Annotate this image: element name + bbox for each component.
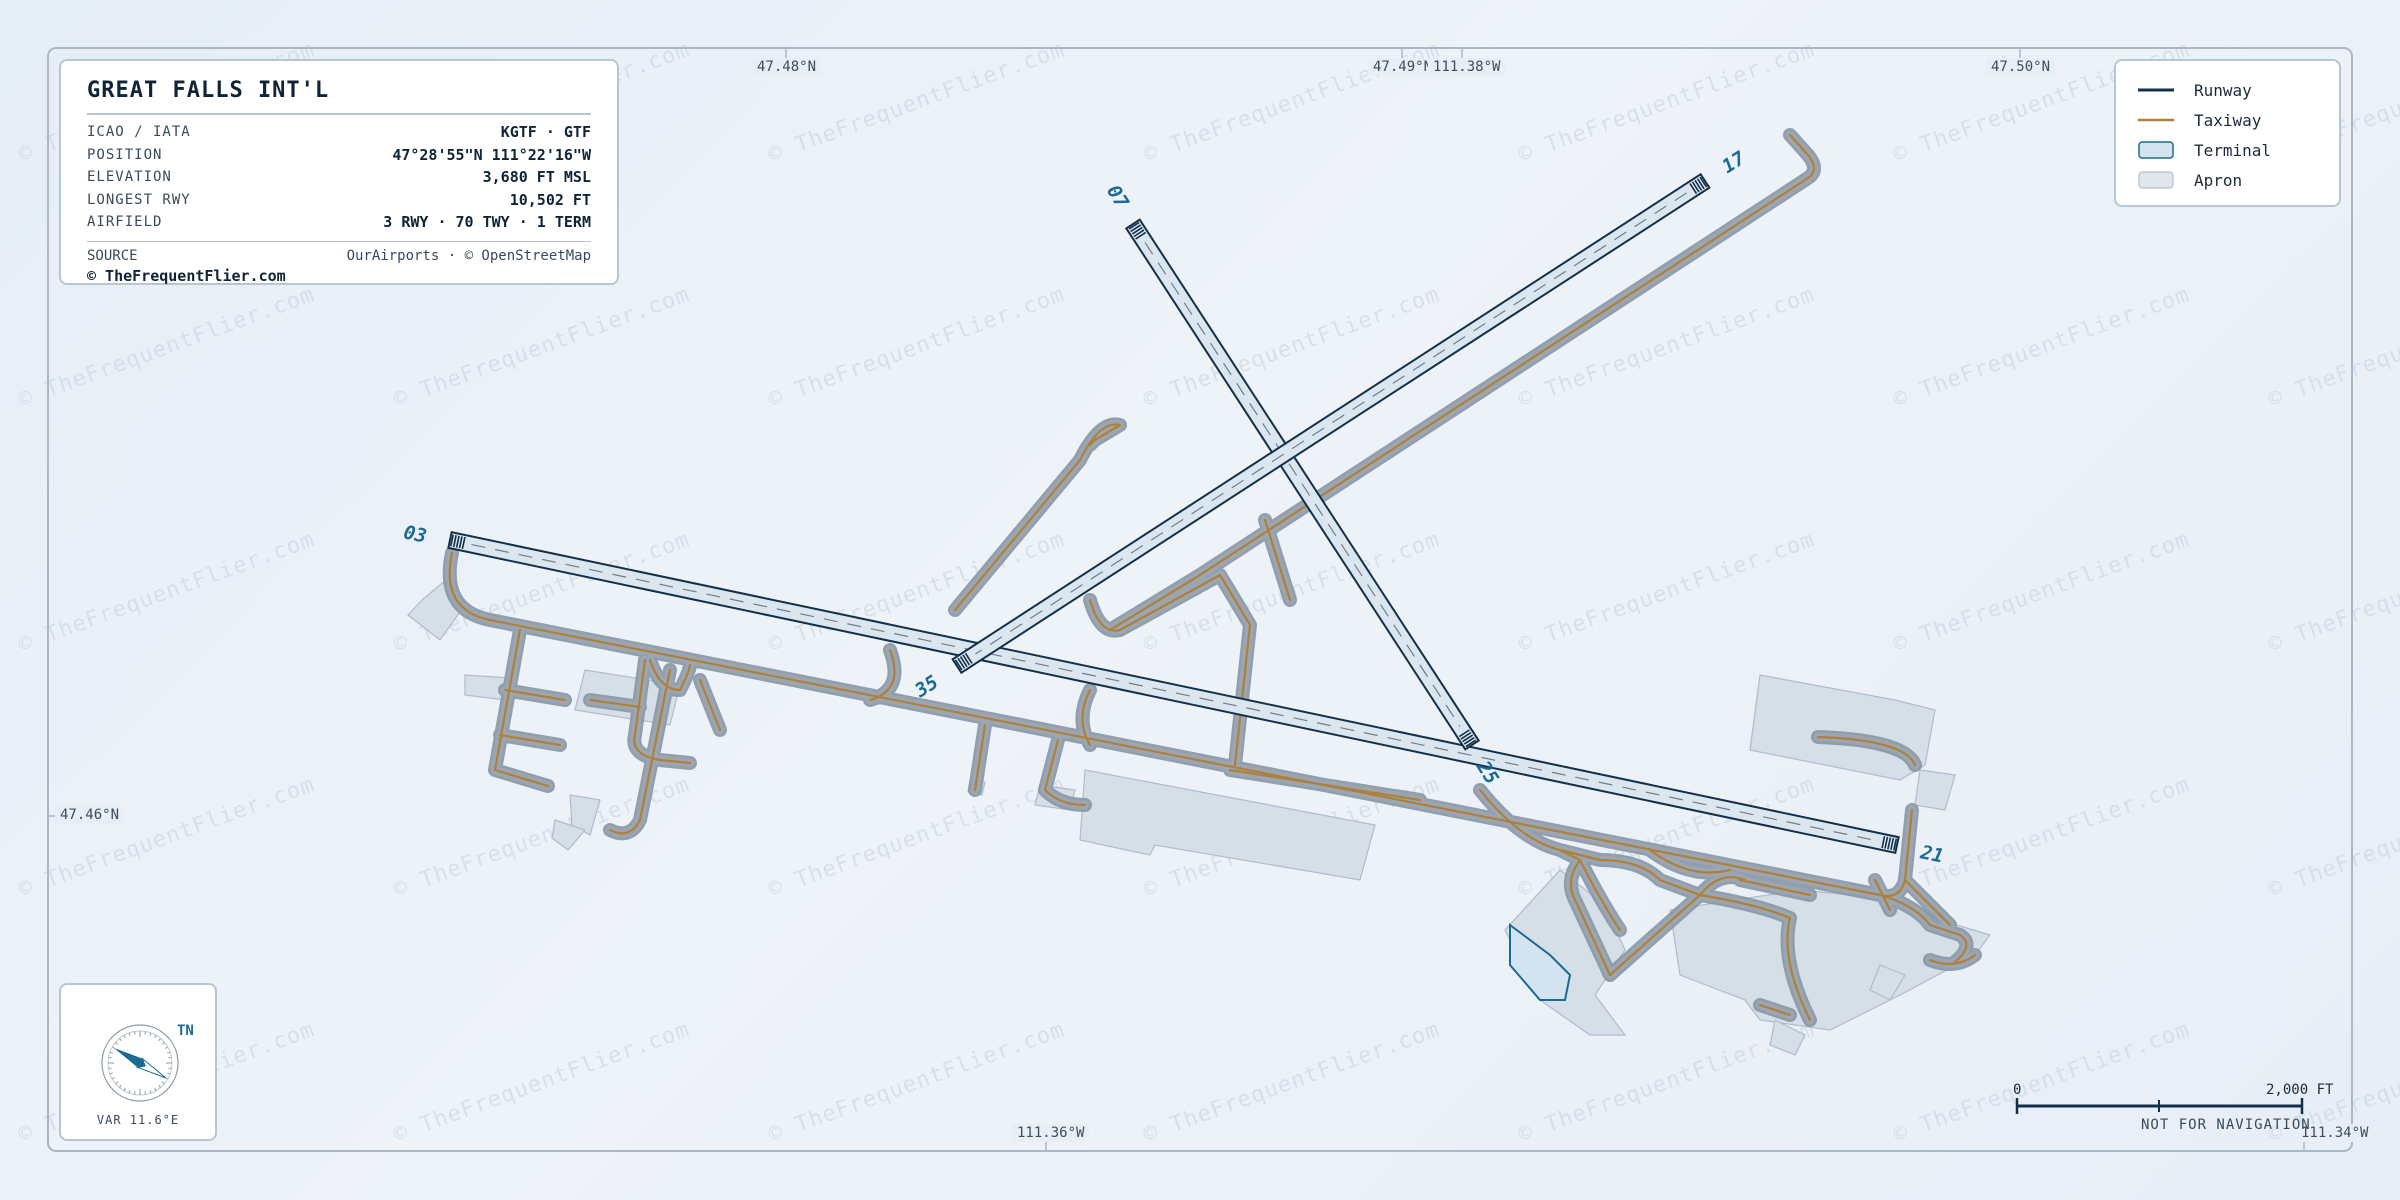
coord-top-2: 47.49°N [1368, 58, 1438, 76]
scale-end-label: 2,000 FT [2266, 1082, 2334, 1098]
info-key: POSITION [87, 146, 163, 163]
runway-swatch-icon [2138, 88, 2174, 92]
compass-card: TN VAR 11.6°E [59, 983, 217, 1141]
map-legend: Runway Taxiway Terminal Apron [2114, 59, 2341, 207]
legend-item-apron: Apron [2138, 165, 2317, 195]
apron-sw-2 [551, 819, 587, 851]
magnetic-variation: VAR 11.6°E [96, 1113, 180, 1127]
apron-east-2 [1914, 769, 1956, 811]
apron-areas [407, 574, 1991, 1056]
source-label: SOURCE [87, 247, 138, 264]
apron-swatch-icon [2138, 171, 2174, 189]
not-for-navigation-label: NOT FOR NAVIGATION [2141, 1117, 2311, 1133]
runway-17-35 [951, 172, 1711, 675]
runway-label-21: 21 [1918, 841, 1946, 867]
taxiway-swatch-icon [2138, 118, 2174, 122]
taxiway-centerline [448, 133, 1977, 1022]
legend-label: Terminal [2194, 140, 2272, 160]
legend-item-taxiway: Taxiway [2138, 105, 2317, 135]
info-key: LONGEST RWY [87, 191, 191, 208]
info-key: AIRFIELD [87, 214, 163, 230]
info-value: 10,502 FT [509, 190, 591, 209]
source-value: OurAirports · © OpenStreetMap [346, 247, 591, 264]
legend-label: Apron [2194, 170, 2243, 190]
info-value: 3 RWY · 70 TWY · 1 TERM [383, 213, 591, 231]
source-row: SOURCE OurAirports · © OpenStreetMap [87, 246, 591, 266]
scale-start-label: 0 [2013, 1082, 2022, 1098]
map-frame [47, 47, 2353, 1152]
info-row: POSITION 47°28'55"N 111°22'16"W [87, 144, 591, 167]
airport-name: GREAT FALLS INT'L [87, 78, 330, 103]
coord-bottom-1: 111.36°W [1012, 1124, 1090, 1142]
coord-top-4: 47.50°N [1986, 58, 2056, 76]
apron-southeast-2 [1869, 964, 1906, 1001]
terminal-building [1509, 923, 1572, 1001]
info-key: ICAO / IATA [87, 124, 191, 140]
legend-item-runway: Runway [2138, 75, 2317, 105]
runway-label-03: 03 [402, 521, 429, 547]
info-value: KGTF · GTF [500, 123, 591, 141]
coord-left-1: 47.46°N [55, 806, 125, 824]
coord-top-3: 111.38°W [1428, 58, 1506, 76]
info-row: ELEVATION 3,680 FT MSL [87, 166, 591, 189]
legend-label: Taxiway [2194, 110, 2262, 130]
coord-top-1: 47.48°N [752, 58, 822, 76]
divider [87, 240, 591, 242]
graticule-ticks [48, 48, 2305, 1151]
runway-label-07: 07 [1102, 181, 1133, 213]
legend-item-terminal: Terminal [2138, 135, 2317, 165]
terminal-swatch-icon [2138, 141, 2174, 159]
coord-bottom-2: 111.34°W [2296, 1124, 2374, 1142]
divider [87, 113, 591, 115]
info-key: ELEVATION [87, 169, 172, 185]
info-row: LONGEST RWY 10,502 FT [87, 189, 591, 212]
runway-07-25 [1124, 218, 1481, 751]
apron-sw-1 [569, 794, 601, 836]
runway-03-21 [447, 530, 1900, 855]
apron-main [1079, 769, 1376, 881]
compass-rose-icon [101, 1024, 179, 1102]
legend-label: Runway [2194, 80, 2252, 100]
copyright: © TheFrequentFlier.com [87, 266, 286, 285]
runways [447, 172, 1900, 855]
apron-southeast-3 [1769, 1019, 1806, 1056]
taxiway-network [442, 128, 1982, 1027]
runway-label-17: 17 [1718, 147, 1750, 178]
info-row: AIRFIELD 3 RWY · 70 TWY · 1 TERM [87, 211, 591, 234]
info-row: ICAO / IATA KGTF · GTF [87, 121, 591, 144]
info-value: 47°28'55"N 111°22'16"W [392, 145, 591, 164]
true-north-label: TN [177, 1023, 194, 1039]
info-value: 3,680 FT MSL [482, 168, 591, 186]
